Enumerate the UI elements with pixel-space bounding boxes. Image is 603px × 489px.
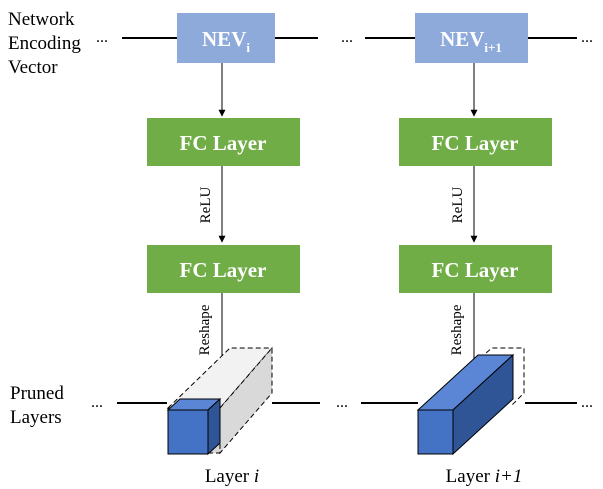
pruned-row-label: Pruned Layers xyxy=(10,383,64,428)
nev-row-label-line-2: Encoding xyxy=(8,33,81,54)
fc-layer-1-label-i: FC Layer xyxy=(180,131,267,155)
nev-row-label: Network Encoding Vector xyxy=(8,9,81,78)
relu-label-i: ReLU xyxy=(198,187,214,224)
relu-label-i-plus-1: ReLU xyxy=(450,187,466,224)
ghost-block-i-plus-1 xyxy=(479,347,525,406)
ellipsis-nev-middle: ... xyxy=(341,29,353,46)
fc-layer-1-box-i xyxy=(147,118,300,166)
nev-label-i: NEVi xyxy=(202,27,250,55)
pruned-row-label-line-2: Layers xyxy=(10,407,62,428)
fc-layer-1-label-i-plus-1: FC Layer xyxy=(432,131,519,155)
fc-layer-2-box-i-plus-1 xyxy=(399,245,552,293)
pruned-row-label-line-1: Pruned xyxy=(10,383,64,404)
reshape-label-i-plus-1: Reshape xyxy=(449,304,465,355)
fc-layer-1-box-i-plus-1 xyxy=(399,118,552,166)
layer-caption-i: Layer i xyxy=(205,466,259,487)
ellipsis-pruned-left: ... xyxy=(91,394,103,411)
layer-block-i-plus-1 xyxy=(416,353,515,456)
ellipsis-pruned-right: ... xyxy=(581,394,593,411)
column-layer-i-plus-1: NEVi+1 FC Layer ReLU FC Layer Reshape La… xyxy=(399,13,552,487)
ellipsis-nev-left: ... xyxy=(96,29,108,46)
fc-layer-2-box-i xyxy=(147,245,300,293)
layer-caption-i-plus-1: Layer i+1 xyxy=(446,466,523,487)
ellipsis-nev-right: ... xyxy=(581,29,593,46)
nev-label-i-plus-1: NEVi+1 xyxy=(440,27,502,55)
reshape-label-i: Reshape xyxy=(197,304,213,355)
nev-row-label-line-3: Vector xyxy=(8,57,58,78)
column-layer-i: NEVi FC Layer ReLU FC Layer Reshape Laye… xyxy=(147,13,300,487)
nev-box-i-plus-1 xyxy=(415,13,528,63)
layer-block-i xyxy=(166,397,222,456)
ellipsis-pruned-middle: ... xyxy=(336,394,348,411)
fc-layer-2-label-i-plus-1: FC Layer xyxy=(432,258,519,282)
fc-layer-2-label-i: FC Layer xyxy=(180,258,267,282)
nev-box-i xyxy=(177,13,275,63)
nev-row-label-line-1: Network xyxy=(8,9,75,30)
